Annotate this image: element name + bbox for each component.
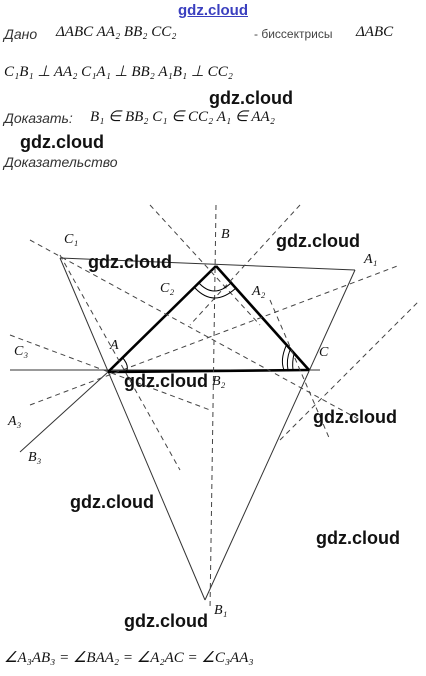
side-ab (107, 265, 217, 373)
point-label-c3: C₃ (14, 344, 29, 359)
prove-label: Доказать: (4, 110, 73, 126)
point-label-c: C (319, 345, 329, 360)
watermark: gdz.cloud (88, 252, 172, 272)
external-bisector-c (279, 299, 421, 441)
point-label-a1: A₁ (364, 252, 378, 267)
bisector-bb2 (209, 204, 217, 611)
side-c1-b1 (59, 257, 206, 601)
point-label-b: B (221, 227, 230, 242)
site-header[interactable]: gdz.cloud (178, 2, 248, 19)
angle-arc-b1 (197, 281, 233, 292)
watermark: gdz.cloud (316, 528, 400, 548)
line-a-b3 (19, 371, 109, 453)
point-label-c1: C₁ (64, 232, 79, 247)
point-label-a2: A₂ (252, 284, 266, 299)
side-a1-b1 (204, 269, 356, 601)
point-label-b2: B₂ (212, 374, 226, 389)
point-label-a: A (110, 338, 119, 353)
watermark: gdz.cloud (124, 371, 208, 391)
watermark: gdz.cloud (70, 492, 154, 512)
conclusion-equation: ∠A₃AB₃ = ∠BAA₂ = ∠A₂AC = ∠C₃AA₃ (4, 650, 254, 666)
given-perpendiculars: C₁B₁ ⊥ AA₂ C₁A₁ ⊥ BB₂ A₁B₁ ⊥ CC₂ (4, 64, 233, 80)
prove-statement: B₁ ∈ BB₂ C₁ ∈ CC₂ A₁ ∈ AA₂ (90, 109, 275, 125)
external-bisector-b-right (189, 204, 301, 326)
given-triangle: ΔABC (356, 24, 394, 40)
proof-label: Доказательство (4, 154, 118, 170)
watermark: gdz.cloud (313, 407, 397, 427)
watermark: gdz.cloud (276, 231, 360, 251)
angle-marks (121, 281, 295, 373)
bisector-aa2 (29, 264, 401, 406)
angle-arc-b2 (194, 287, 237, 299)
bisector-cc2 (29, 239, 361, 421)
given-label: Дано (4, 26, 38, 42)
point-label-b1: B₁ (214, 603, 228, 618)
given-statement: ΔABC AA₂ BB₂ CC₂ (56, 24, 177, 40)
watermark: gdz.cloud (209, 88, 293, 108)
side-c1-a1 (59, 257, 356, 271)
external-bisector-b-left (149, 204, 261, 326)
main-triangle (107, 265, 310, 374)
outer-triangle (59, 257, 356, 601)
angle-arc-c1 (281, 345, 287, 371)
point-label-b3: B₃ (28, 450, 42, 465)
watermark: gdz.cloud (124, 611, 208, 631)
given-note: - биссектрисы (254, 27, 333, 41)
external-bisector-c-2 (269, 299, 331, 441)
angle-arc-c2 (286, 349, 291, 371)
watermark: gdz.cloud (20, 132, 104, 152)
side-bc (215, 265, 310, 371)
angle-arc-c3 (292, 353, 295, 371)
point-label-a3: A₃ (8, 414, 22, 429)
side-ac (107, 368, 310, 374)
angle-arc-a (121, 356, 128, 373)
bisectors (9, 204, 421, 611)
point-label-c2: C₂ (160, 281, 175, 296)
